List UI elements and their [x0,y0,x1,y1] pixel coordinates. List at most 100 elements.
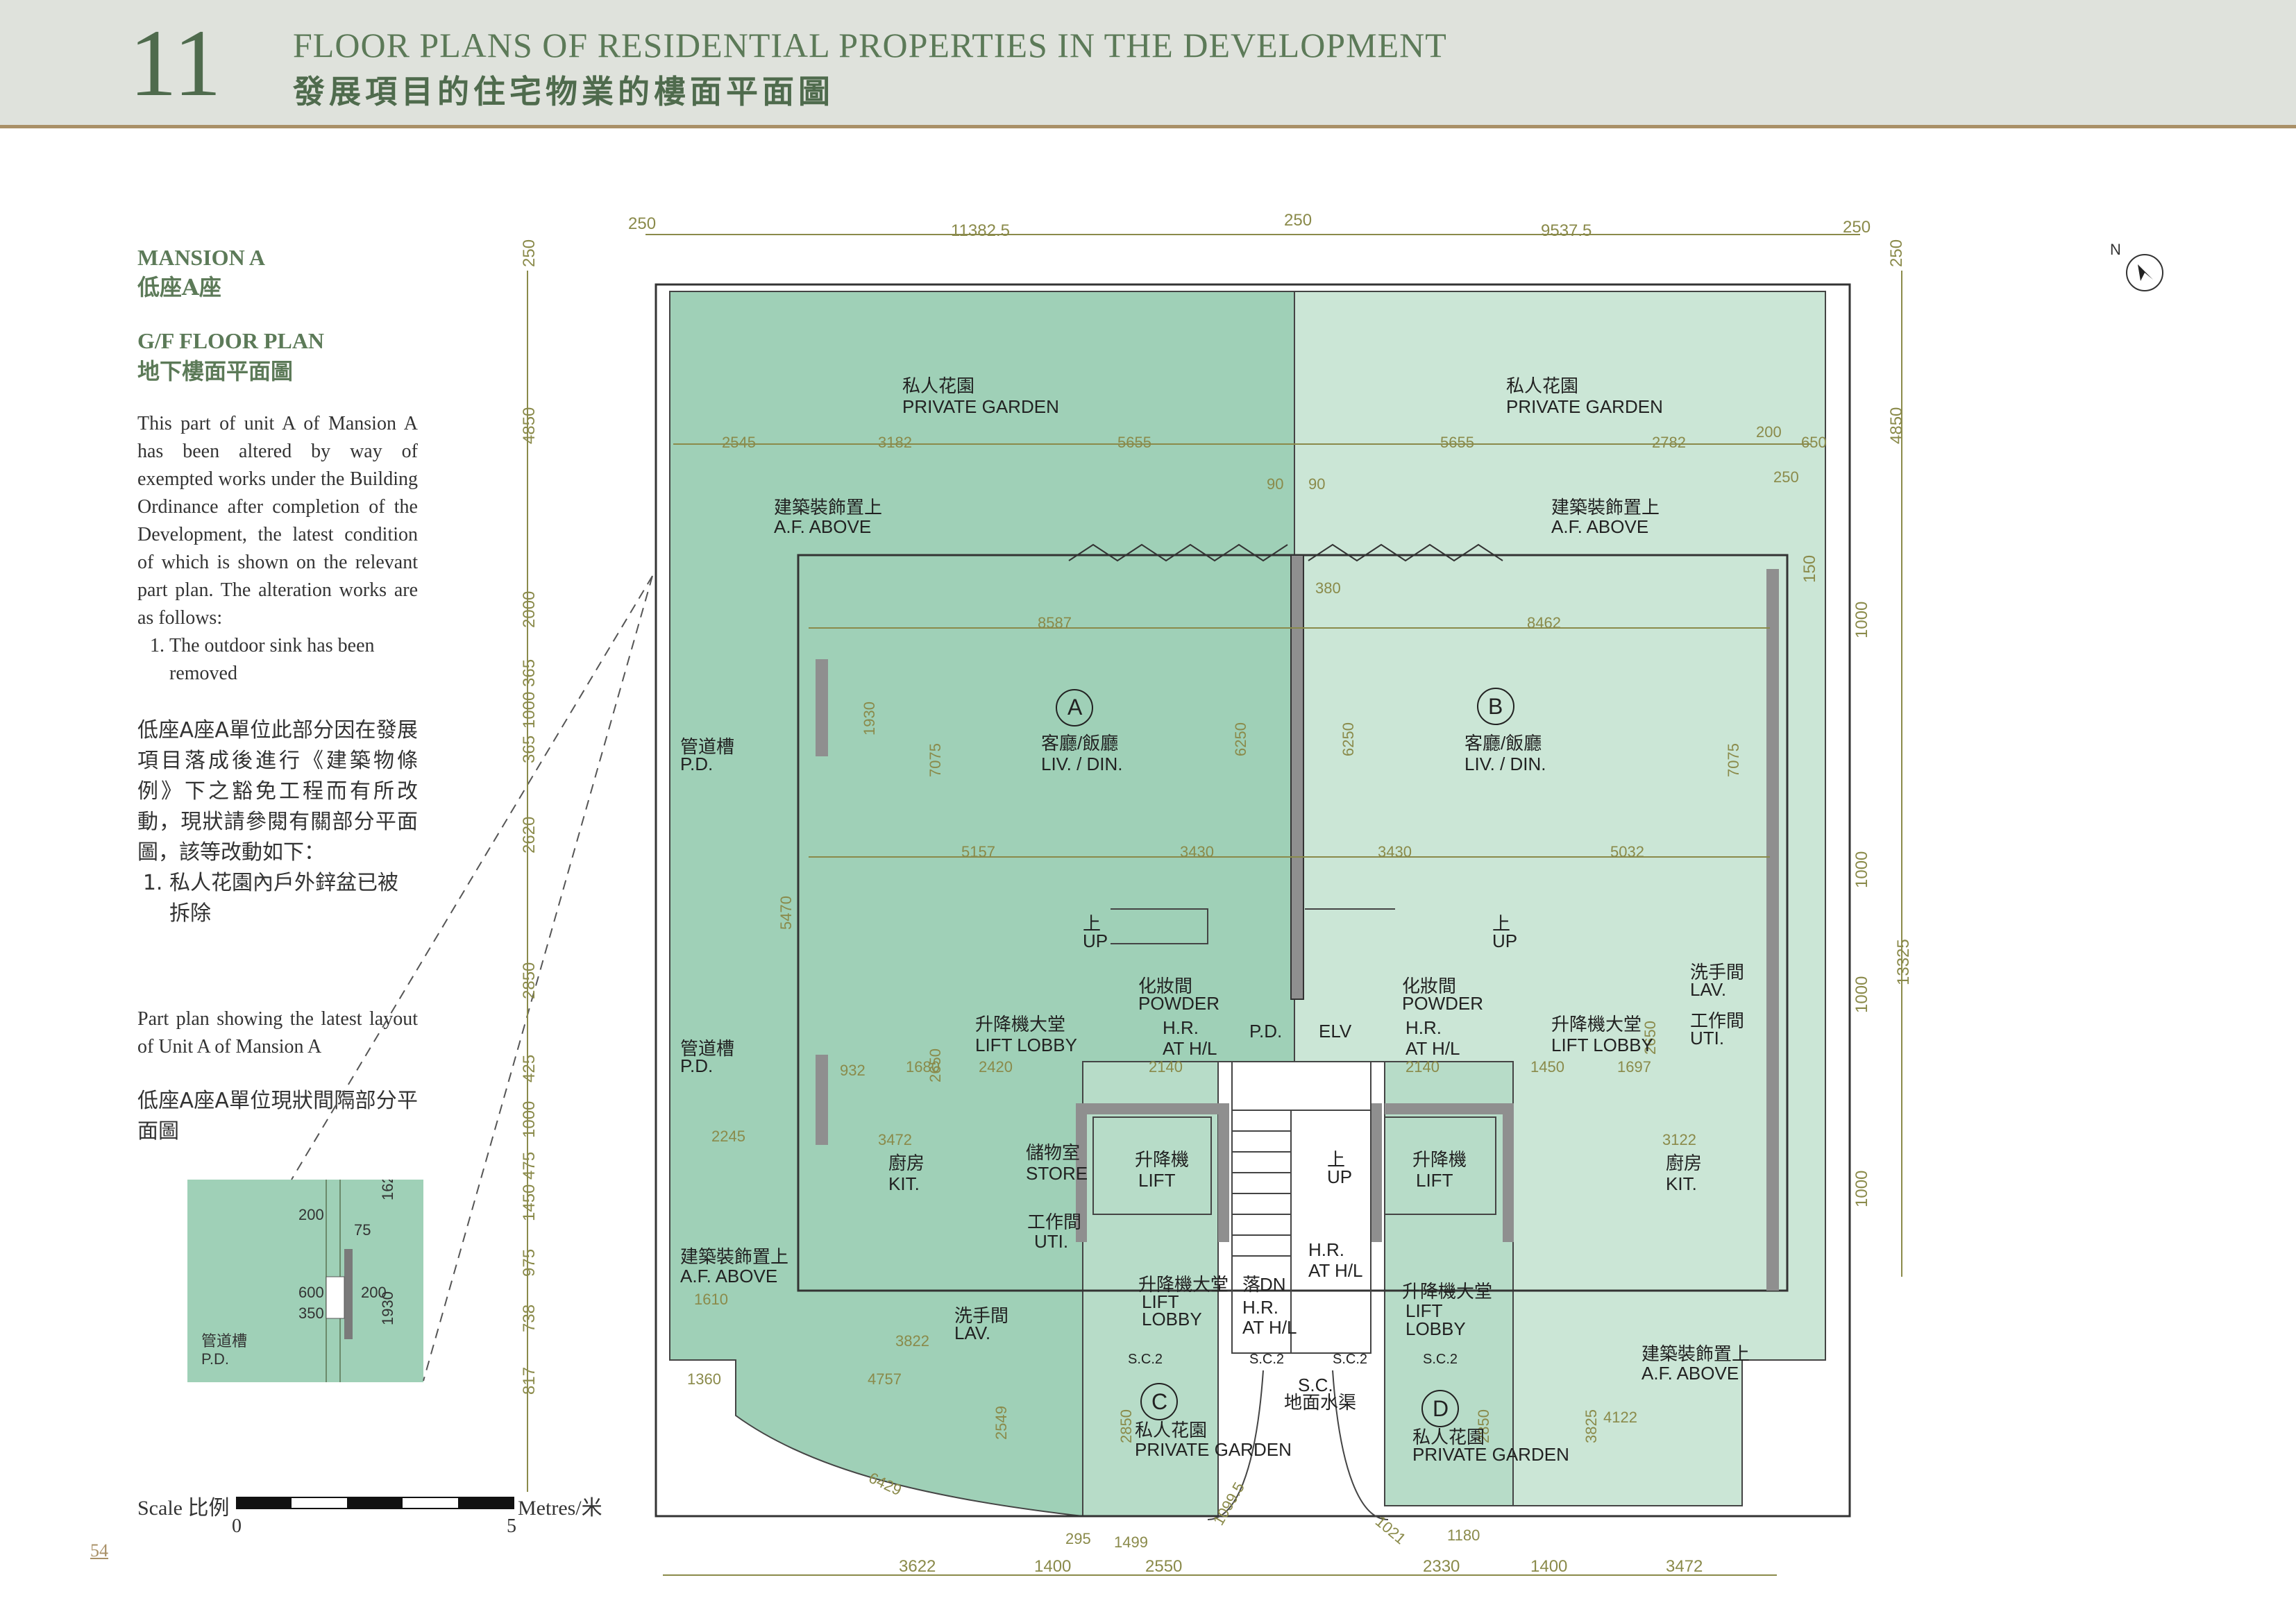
dim-inner: 1680 [906,1058,940,1076]
lift-lobby-b-en: LIFT LOBBY [1551,1035,1653,1055]
lift-a-zh: 升降機 [1135,1149,1189,1170]
dim-right: 1000 [1852,602,1871,638]
chapter-title-en: FLOOR PLANS OF RESIDENTIAL PROPERTIES IN… [293,26,1447,65]
up-b-zh: 上 [1492,913,1510,934]
dim-inner: 3822 [895,1332,929,1350]
dim-top: 250 [628,214,656,233]
pd-label-en: P.D. [680,754,713,774]
af-label-zh: 建築裝飾置上 [1641,1343,1750,1364]
dim-inner: 5655 [1440,434,1474,451]
store-en: STORE [1026,1163,1088,1184]
unit-a-marker: A [1067,695,1083,720]
part-plan-dim: 1930 [379,1291,396,1325]
dim-left: 250 [520,239,539,267]
lift-b-en: LIFT [1416,1170,1453,1191]
dn-en: DN [1260,1274,1286,1295]
lobby-d-zh: 升降機大堂 [1402,1281,1492,1302]
part-plan-dim: 200 [298,1206,324,1223]
dim-left: 2620 [520,817,539,853]
hr-d-at: AT H/L [1308,1260,1363,1281]
sc2-label: S.C.2 [1333,1352,1367,1367]
dim-inner: 3472 [878,1131,912,1148]
dim-left: 817 [520,1367,539,1395]
dim-left: 365 [520,659,539,687]
af-label-en: A.F. ABOVE [774,516,871,537]
af-label-zh: 建築裝飾置上 [774,497,882,518]
dim-inner: 3122 [1662,1131,1696,1148]
dim-left: 975 [520,1249,539,1277]
lav-b-zh: 洗手間 [1690,962,1744,983]
dim-left: 1000 [520,1101,539,1138]
scale-label-zh: 比例 [187,1496,230,1520]
dim-inner: 200 [1756,423,1782,441]
powder-a-en: POWDER [1138,993,1219,1014]
part-plan-dim: 600 [298,1284,324,1301]
powder-a-zh: 化妝間 [1138,976,1192,996]
pd-label-zh: 管道槽 [680,736,734,757]
lobby-c-lift: LIFT [1142,1291,1179,1312]
af-label-zh: 建築裝飾置上 [1551,497,1660,518]
dim-top: 9537.5 [1541,221,1592,240]
hr-d: H.R. [1308,1239,1344,1260]
garden-b-label-en: PRIVATE GARDEN [1506,396,1663,417]
sc-label: S.C. [1298,1375,1333,1395]
part-plan: 200 1625 75 200 600 350 1930 管道槽 P.D. [187,1166,423,1382]
scale-min: 0 [232,1515,242,1537]
dn-zh: 落 [1242,1274,1260,1295]
dim-inner: 2549 [993,1406,1010,1440]
garden-c-zh: 私人花園 [1135,1420,1207,1441]
unit-a-area [669,291,1295,1518]
garden-c-en-1: PRIVATE GARDEN [1135,1439,1292,1460]
powder-b-en: POWDER [1402,993,1483,1014]
garden-b-label-zh: 私人花園 [1506,375,1578,396]
up-stair-zh: 上 [1327,1149,1345,1170]
sc2-label: S.C.2 [1249,1352,1284,1367]
lobby-d-en: LOBBY [1406,1318,1466,1339]
liv-b-label-en: LIV. / DIN. [1464,754,1546,774]
pd-label-zh: 管道槽 [680,1038,734,1059]
dim-inner: 2140 [1149,1058,1183,1076]
dim-top: 11382.5 [951,221,1010,240]
dim-right: 150 [1800,555,1819,583]
dim-inner: 3430 [1180,843,1214,860]
scale-max: 5 [507,1515,516,1537]
dim-inner: 650 [1801,434,1827,451]
dim-inner: 2650 [1641,1021,1659,1055]
lift-a-en: LIFT [1138,1170,1176,1191]
dim-bottom: 2330 [1423,1557,1460,1576]
dim-right: 13325 [1894,939,1913,985]
dim-right: 1000 [1852,1171,1871,1207]
dim-inner: 1499 [1114,1533,1148,1551]
dim-inner: 4757 [868,1370,902,1388]
dim-inner: 1697 [1617,1058,1651,1076]
lift-lobby-a-en: LIFT LOBBY [975,1035,1077,1055]
dim-inner: 380 [1315,579,1341,597]
kit-a-en: KIT. [888,1173,920,1194]
part-plan-label-en: P.D. [201,1350,229,1368]
hr-a: H.R. [1163,1017,1199,1038]
dim-inner: 1360 [687,1370,721,1388]
garden-a-label-zh: 私人花園 [902,375,974,396]
dim-inner: 2782 [1652,434,1686,451]
dim-bottom: 3472 [1666,1557,1703,1576]
lobby-d-lift: LIFT [1406,1300,1443,1321]
north-label: N [2110,241,2121,258]
dim-right: 250 [1887,239,1906,267]
garden-d-en: PRIVATE GARDEN [1412,1444,1569,1465]
part-plan-dim: 200 [361,1284,387,1301]
scale-unit: Metres/米 [518,1497,602,1520]
up-a-zh: 上 [1083,913,1101,934]
uti-a-en: UTI. [1034,1231,1068,1252]
dim-left: 1450 [520,1184,539,1221]
scale-label-en: Scale [137,1497,183,1520]
lift-b-zh: 升降機 [1412,1149,1467,1170]
dim-inner: 5655 [1117,434,1151,451]
dim-inner: 7075 [1725,743,1742,777]
scale-bar-graphic [236,1497,514,1509]
page-number: 54 [90,1540,108,1561]
dim-inner: 2650 [927,1048,944,1082]
kit-a-zh: 廚房 [888,1153,925,1173]
dim-inner: 2850 [1475,1409,1492,1443]
part-plan-dim: 75 [354,1221,371,1239]
part-plan-label-zh: 管道槽 [201,1332,247,1350]
